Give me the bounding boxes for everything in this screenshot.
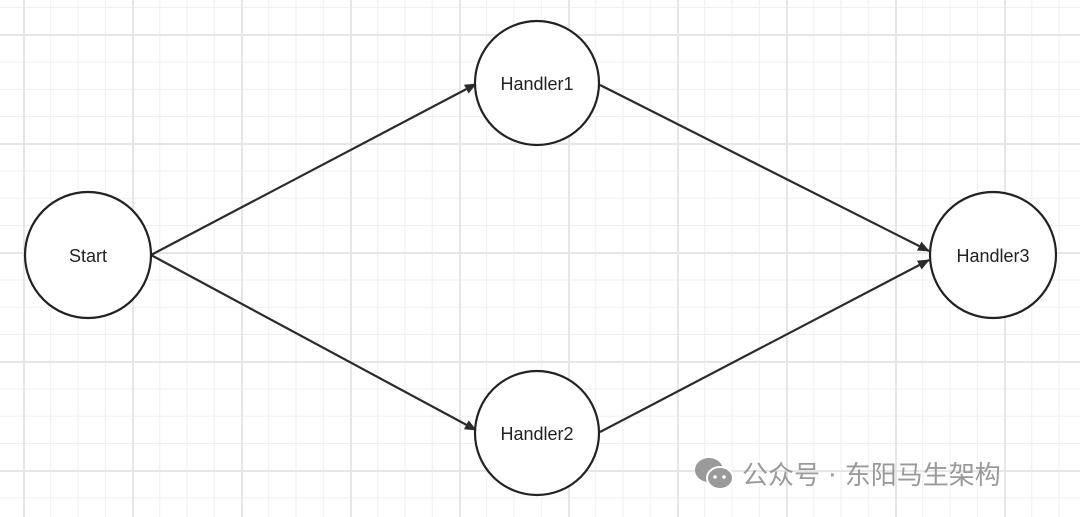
edge-start-handler2	[150, 254, 477, 431]
watermark-text: 公众号 · 东阳马生架构	[742, 461, 1001, 491]
node-handler2-label: Handler2	[500, 424, 573, 444]
node-handler1	[473, 19, 601, 147]
node-handler1-label: Handler1	[500, 74, 573, 94]
edge-handler2-handler3	[599, 259, 930, 433]
node-handler2	[473, 369, 601, 497]
edge-start-handler1	[150, 83, 477, 256]
wechat-icon	[695, 457, 734, 490]
node-start-label: Start	[69, 246, 107, 266]
watermark: 公众号 · 东阳马生架构	[694, 455, 1001, 492]
node-start	[23, 190, 153, 320]
node-handler3-label: Handler3	[956, 246, 1029, 266]
node-handler3	[928, 190, 1058, 320]
edge-handler1-handler3	[599, 84, 930, 252]
